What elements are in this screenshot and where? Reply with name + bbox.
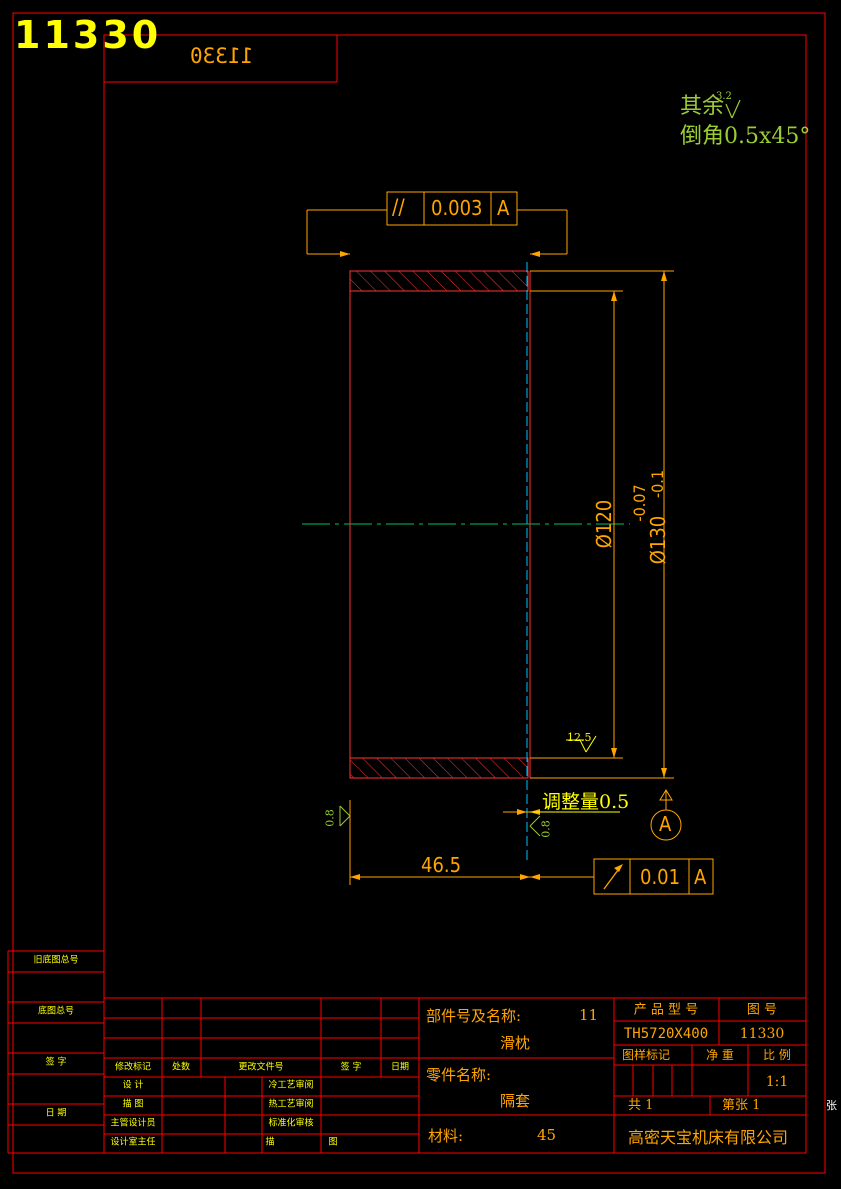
material-label: 材料:	[428, 1127, 464, 1145]
outer-diameter: Ø130	[646, 515, 670, 565]
hatch-top	[349, 270, 529, 292]
scale: 1:1	[765, 1074, 789, 1090]
company-name: 高密天宝机床有限公司	[627, 1128, 789, 1147]
part-group-label: 部件号及名称:	[426, 1007, 522, 1025]
runout-icon-head	[614, 864, 623, 872]
material: 45	[537, 1126, 557, 1144]
roughness-left-symbol	[339, 805, 351, 827]
sign-cold-process: 冷工艺审阅	[268, 1080, 314, 1091]
note-line1: 其余	[680, 94, 725, 119]
scale-label: 比 例	[763, 1048, 791, 1062]
drawing-number-large: 11330	[14, 13, 162, 57]
part-group-name: 滑枕	[500, 1034, 531, 1052]
runout-datum: A	[694, 865, 707, 889]
title-block-grid	[104, 997, 806, 1153]
sign-hot-process: 热工艺审阅	[268, 1099, 314, 1110]
id-arrow-bottom	[611, 748, 617, 758]
part-group-number: 11	[579, 1006, 599, 1024]
roughness-right-symbol	[529, 815, 541, 837]
part-name-label: 零件名称:	[426, 1066, 492, 1084]
outer-tol-lower: -0.1	[648, 469, 667, 499]
runout-value: 0.01	[640, 865, 681, 889]
adjust-label: 调整量0.5	[542, 791, 630, 813]
length-arrow-left	[350, 874, 360, 880]
hatch-bottom	[349, 757, 529, 779]
id-box	[103, 34, 338, 83]
od-arrow-bottom	[661, 768, 667, 778]
left-strip	[7, 950, 104, 1154]
datum-label: A	[659, 812, 672, 836]
sign-director: 设计室主任	[110, 1137, 156, 1148]
datum-triangle	[659, 789, 673, 801]
sign-standard: 标准化审核	[268, 1118, 314, 1129]
stage-label: 图样标记	[621, 1048, 671, 1062]
length-dimension: 46.5	[421, 853, 462, 877]
parallelism-value: 0.003	[431, 196, 483, 220]
hdr-mark: 修改标记	[114, 1062, 152, 1073]
left-label-sign: 签 字	[45, 1057, 67, 1068]
sign-chief-designer: 主管设计员	[110, 1118, 156, 1129]
roughness-bore: 12.5	[567, 731, 592, 744]
sign-design: 设 计	[122, 1080, 144, 1091]
roughness-right: 0.8	[539, 820, 553, 838]
part-name: 隔套	[500, 1092, 531, 1110]
hdr-sign: 签 字	[340, 1062, 362, 1073]
od-arrow-top	[661, 271, 667, 281]
roughness-general-symbol	[725, 99, 741, 119]
note-line2: 倒角0.5x45°	[680, 124, 811, 149]
sheet-border	[12, 12, 826, 1174]
hdr-date: 日期	[390, 1062, 410, 1073]
parallelism-arrow-left	[340, 251, 350, 257]
adjust-arrow-a	[517, 809, 527, 815]
drawing-frame	[103, 34, 807, 1154]
sheet-no: 第张 1	[722, 1098, 761, 1113]
drawing-no-label: 图 号	[746, 1002, 778, 1018]
left-label-date: 日 期	[45, 1108, 67, 1119]
total-sheets: 共 1	[628, 1098, 654, 1113]
extension-lines	[349, 270, 674, 885]
left-label-old-base: 旧底图总号	[33, 955, 79, 966]
parallelism-symbol: //	[392, 195, 405, 219]
sign-trace: 描 图	[122, 1099, 144, 1110]
product-model-label: 产 品 型 号	[633, 1002, 699, 1018]
runout-frame	[593, 858, 714, 895]
sign-trace-2: 描	[265, 1137, 275, 1148]
runout-arrow	[530, 874, 540, 880]
product-model: TH5720X400	[623, 1026, 709, 1042]
roughness-left: 0.8	[323, 809, 337, 827]
parallelism-frame	[386, 191, 518, 226]
roughness-bore-symbol	[566, 735, 597, 753]
datum-circle	[650, 809, 682, 841]
note-roughness-general: 3.2	[716, 91, 732, 102]
sheet-suffix: 张	[826, 1099, 837, 1112]
parallelism-arrow-right	[530, 251, 540, 257]
weight-label: 净 重	[706, 1048, 734, 1062]
drawing-no: 11330	[739, 1026, 785, 1042]
inner-diameter: Ø120	[592, 499, 616, 549]
parallelism-datum: A	[497, 196, 510, 220]
sign-drawing: 图	[328, 1137, 338, 1148]
hdr-file: 更改文件号	[238, 1062, 284, 1073]
left-label-base: 底图总号	[37, 1006, 75, 1017]
outer-tol-upper: -0.07	[630, 484, 649, 522]
drawing-number-mirrored: 11330	[190, 44, 254, 68]
length-arrow-right	[520, 874, 530, 880]
id-arrow-top	[611, 291, 617, 301]
hdr-count: 处数	[171, 1062, 191, 1073]
